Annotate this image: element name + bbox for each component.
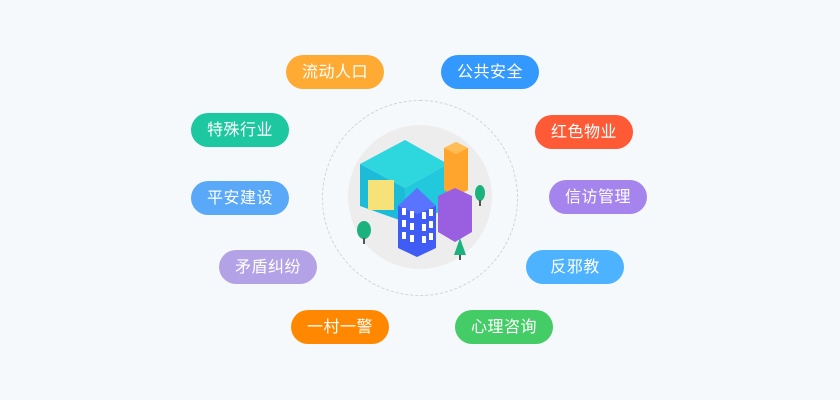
tag-anti-cult[interactable]: 反邪教 [526, 250, 624, 284]
tag-petition-management[interactable]: 信访管理 [549, 180, 647, 214]
tag-village-police[interactable]: 一村一警 [291, 310, 389, 344]
tag-public-safety[interactable]: 公共安全 [441, 55, 539, 89]
tag-red-property[interactable]: 红色物业 [535, 115, 633, 149]
tag-floating-population[interactable]: 流动人口 [286, 55, 384, 89]
tag-psych-counseling[interactable]: 心理咨询 [455, 310, 553, 344]
city-buildings-icon [348, 125, 492, 269]
tag-special-industry[interactable]: 特殊行业 [191, 113, 289, 147]
tag-safe-construction[interactable]: 平安建设 [191, 181, 289, 215]
dashed-ring [322, 100, 518, 296]
tag-disputes[interactable]: 矛盾纠纷 [219, 250, 317, 284]
